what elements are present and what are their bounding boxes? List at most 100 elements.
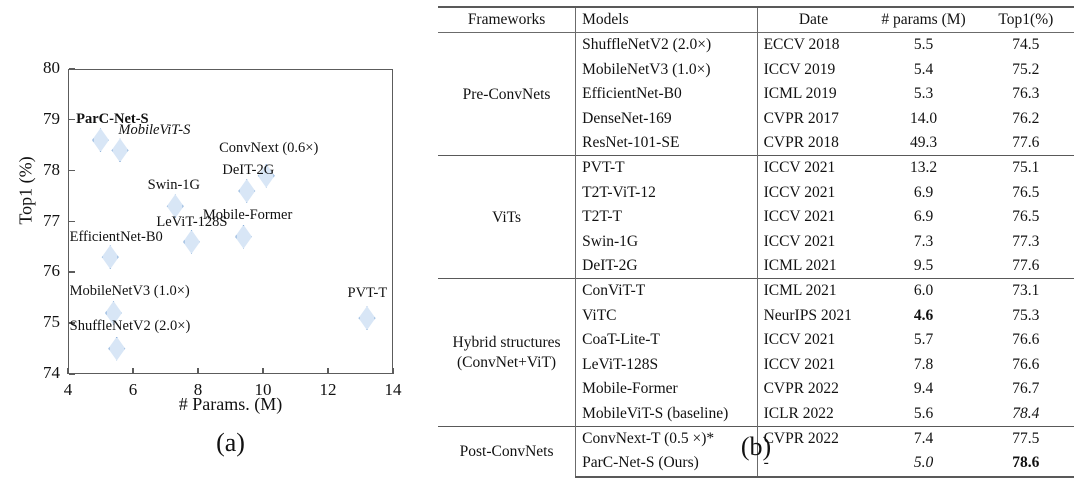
- y-tick-label: 75: [43, 312, 60, 332]
- cell-date: ICCV 2021: [756, 155, 870, 181]
- scatter-point-label: Mobile-Former: [202, 207, 293, 224]
- cell-params: 7.3: [913, 232, 934, 250]
- cell-params: 5.6: [913, 404, 934, 422]
- x-tick-mark: [132, 368, 134, 374]
- x-tick-mark: [392, 368, 394, 374]
- cell-date: ICCV 2021: [756, 352, 870, 378]
- y-tick-label: 76: [43, 261, 60, 281]
- framework-group-line: (ConvNet+ViT): [457, 353, 557, 371]
- cell-date: NeurIPS 2021: [756, 303, 870, 329]
- cell-params: 6.0: [869, 278, 978, 304]
- framework-group-label: ViTs: [438, 155, 576, 279]
- framework-group-label: Pre-ConvNets: [438, 33, 576, 156]
- cell-model: PVT-T: [575, 155, 758, 181]
- cell-model: CoaT-Lite-T: [575, 328, 758, 353]
- cell-params: 14.0: [909, 109, 938, 127]
- x-tick-label: 12: [319, 380, 337, 399]
- cell-params: 7.8: [913, 355, 934, 373]
- cell-model: T2T-T: [575, 205, 758, 230]
- plot-area: [68, 69, 393, 374]
- scatter-point: [235, 224, 252, 249]
- header-params: # params (M): [869, 6, 978, 34]
- cell-date: ICCV 2021: [756, 205, 870, 230]
- scatter-point: [108, 336, 126, 361]
- cell-date: ICML 2021: [756, 254, 870, 279]
- framework-group-line: Post-ConvNets: [459, 443, 554, 461]
- scatter-point: [92, 128, 109, 153]
- framework-group-line: ViTs: [492, 208, 522, 226]
- cell-model: LeViT-128S: [575, 352, 758, 378]
- y-tick-mark: [69, 271, 75, 273]
- cell-params: 6.9: [913, 208, 934, 226]
- cell-top1: 77.6: [1012, 134, 1040, 152]
- cell-model: DenseNet-169: [575, 106, 758, 132]
- scatter-point-label: ShuffleNetV2 (2.0×): [69, 318, 191, 335]
- cell-params: 5.4: [913, 60, 934, 78]
- scatter-point: [101, 245, 119, 270]
- scatter-point-label: DeIT-2G: [222, 161, 275, 178]
- panel-b-caption: (b): [740, 432, 772, 461]
- x-tick-label: 4: [63, 380, 73, 399]
- y-tick-mark: [69, 118, 75, 121]
- scatter-point-label: PVT-T: [347, 284, 388, 301]
- framework-group-line: Pre-ConvNets: [462, 85, 551, 103]
- y-tick-mark: [69, 373, 75, 375]
- cell-date: ICCV 2021: [756, 328, 870, 353]
- cell-top1: 76.3: [1012, 85, 1040, 103]
- x-tick-label: 6: [128, 380, 138, 399]
- y-tick-mark: [69, 68, 75, 70]
- scatter-point-label: ConvNext (0.6×): [219, 140, 319, 157]
- cell-model: Mobile-Former: [575, 377, 758, 402]
- cell-model: DeIT-2G: [575, 254, 758, 279]
- cell-top1: 75.3: [1012, 306, 1040, 324]
- cell-params: 5.7: [913, 331, 934, 349]
- cell-params: 5.3: [913, 85, 934, 103]
- cell-model: MobileNetV3 (1.0×): [575, 57, 758, 83]
- y-axis-label: Top1 (%): [15, 156, 36, 225]
- cell-top1: 78.4: [1012, 404, 1040, 422]
- header-date: Date: [756, 6, 870, 34]
- y-tick-label: 74: [43, 363, 60, 382]
- cell-date: ECCV 2018: [756, 32, 870, 58]
- cell-date: ICCV 2019: [756, 57, 870, 83]
- scatter-point: [257, 163, 275, 188]
- scatter-point-label: Swin-1G: [147, 176, 200, 193]
- cell-top1: 77.6: [1012, 257, 1040, 275]
- scatter-point: [358, 306, 376, 331]
- cell-top1: 75.1: [977, 155, 1074, 181]
- cell-model: EfficientNet-B0: [575, 82, 758, 107]
- cell-model: ConvNext-T (0.5 ×)*: [575, 425, 758, 452]
- cell-date: ICML 2019: [756, 82, 870, 107]
- cell-top1: 76.2: [1012, 109, 1040, 127]
- y-tick-label: 79: [43, 108, 60, 128]
- y-tick-mark: [69, 322, 75, 324]
- cell-model: ResNet-101-SE: [575, 131, 758, 156]
- y-tick-label: 77: [43, 210, 60, 230]
- cell-date: ICCV 2021: [756, 180, 870, 206]
- scatter-point-label: MobileNetV3 (1.0×): [69, 282, 190, 299]
- x-tick-mark: [262, 368, 264, 374]
- x-tick-mark: [67, 368, 69, 374]
- cell-params: 7.4: [869, 425, 978, 452]
- cell-date: CVPR 2018: [756, 131, 870, 156]
- cell-model: ParC-Net-S (Ours): [575, 451, 758, 478]
- cell-model: MobileViT-S (baseline): [575, 401, 758, 427]
- cell-top1: 77.3: [1012, 232, 1040, 250]
- cell-top1: 76.7: [1012, 380, 1040, 398]
